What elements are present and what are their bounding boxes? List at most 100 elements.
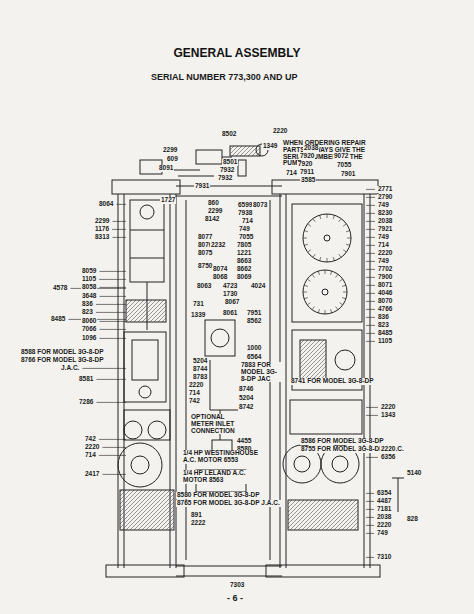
callout-number: 8663	[236, 258, 252, 265]
callout-number: 2232	[210, 242, 226, 249]
callout-number: 8075	[197, 250, 213, 257]
leader-line	[96, 304, 126, 305]
callout-number: 3648	[81, 293, 97, 300]
callout-number: 1730	[222, 291, 238, 298]
callout-number: 2220	[84, 444, 100, 451]
leader-line	[366, 493, 374, 494]
leader-line	[99, 287, 126, 288]
leader-line	[99, 455, 126, 456]
callout-number: 2790	[377, 194, 393, 201]
callout-number: 8060	[81, 318, 97, 325]
callout-number: 7055	[238, 234, 254, 241]
callout-number: 714	[84, 452, 97, 459]
callout-number: 8485	[50, 316, 66, 323]
callout-number: 1727	[160, 197, 176, 204]
callout-number: 8662	[236, 266, 252, 273]
callout-number: 8742	[238, 404, 254, 411]
leader-line	[366, 525, 374, 526]
callout-number: 7702	[377, 266, 393, 273]
leader-line	[366, 189, 375, 190]
callout-number: 2299	[207, 208, 223, 215]
callout-number: 7932	[219, 167, 235, 174]
callout-number: 742	[84, 436, 97, 443]
callout-number: 8091	[158, 165, 174, 172]
callout-number: 2038	[377, 218, 393, 225]
callout-number: 8588 FOR MODEL 3G-8-DP	[20, 349, 105, 356]
leader-line	[366, 205, 375, 206]
callout-number: 7920	[297, 161, 313, 168]
callout-number: 7286	[78, 399, 94, 406]
callout-number: 1105	[377, 338, 393, 345]
callout-number: 9072	[333, 153, 349, 160]
note: 7883 FOR MODEL 3G-8-DP JAC	[240, 362, 282, 382]
callout-number: 2038	[303, 145, 319, 152]
callout-number: 7931	[194, 183, 210, 190]
callout-number: 7055	[336, 162, 352, 169]
callout-number: 891	[190, 512, 203, 519]
callout-number: 8077	[197, 234, 213, 241]
leader-line	[366, 245, 375, 246]
leader-line	[366, 407, 378, 408]
leader-line	[366, 237, 375, 238]
leader-line	[102, 474, 126, 475]
callout-number: 8783	[192, 374, 208, 381]
callout-number: 8562	[246, 318, 262, 325]
callout-number: 749	[376, 530, 389, 537]
callout-number: 749	[377, 202, 390, 209]
leader-line	[366, 301, 375, 302]
callout-number: 1176	[94, 226, 110, 233]
callout-number: 7805	[236, 242, 252, 249]
leader-line	[366, 341, 375, 342]
leader-line	[116, 204, 126, 205]
callout-number: 8580 FOR MODEL 3G-8-DP	[176, 492, 261, 499]
leader-line	[99, 321, 126, 322]
callout-number: 2222	[190, 520, 206, 527]
left-column	[106, 180, 184, 577]
callout-number: 731	[192, 301, 205, 308]
note: OPTIONAL METER INLET CONNECTION	[190, 414, 250, 434]
callout-number: 8313	[94, 234, 110, 241]
callout-number: 2220	[376, 522, 392, 529]
callout-number: 1105	[81, 276, 97, 283]
callout-number: 6564	[246, 354, 262, 361]
callout-number: 5204	[238, 395, 254, 402]
callout-number: 2299	[94, 218, 110, 225]
callout-number: 823	[377, 322, 390, 329]
callout-number: 2771	[377, 186, 393, 193]
leader-line	[99, 279, 126, 280]
callout-number: 714	[377, 242, 390, 249]
callout-number: 7932	[217, 175, 233, 182]
callout-number: 8746	[238, 386, 254, 393]
leader-line	[366, 309, 375, 310]
leader-line	[99, 439, 126, 440]
leader-line	[366, 253, 375, 254]
callout-number: 8766 FOR MODEL 3G-8-DP	[20, 357, 105, 364]
leader-line	[366, 325, 375, 326]
callout-number: 860	[207, 200, 220, 207]
leader-line	[366, 261, 375, 262]
callout-number: 2038	[376, 514, 392, 521]
callout-number: 8142	[204, 216, 220, 223]
callout-number: 8765 FOR MODEL 3G-8-DP J.A.C.	[176, 500, 281, 507]
leader-line	[366, 317, 375, 318]
leader-line	[366, 557, 374, 558]
callout-number: 1349	[262, 143, 278, 150]
leader-line	[82, 368, 126, 369]
callout-number: 749	[238, 226, 251, 233]
callout-number: 2220	[380, 404, 396, 411]
leader-line	[366, 197, 375, 198]
nozzle-top	[140, 144, 268, 176]
leader-line	[366, 457, 378, 458]
leader-line	[366, 501, 374, 502]
callout-number: 8067	[224, 299, 240, 306]
callout-number: 609	[166, 156, 179, 163]
callout-number: 4578	[52, 285, 68, 292]
callout-number: 8501	[222, 159, 238, 166]
leader-line	[366, 285, 375, 286]
callout-number: 7920	[299, 153, 315, 160]
callout-number: 8074	[212, 266, 228, 273]
callout-number: 2220	[188, 382, 204, 389]
callout-number: 8063	[196, 283, 212, 290]
callout-number: 4455	[236, 438, 252, 445]
leader-line	[112, 229, 126, 230]
